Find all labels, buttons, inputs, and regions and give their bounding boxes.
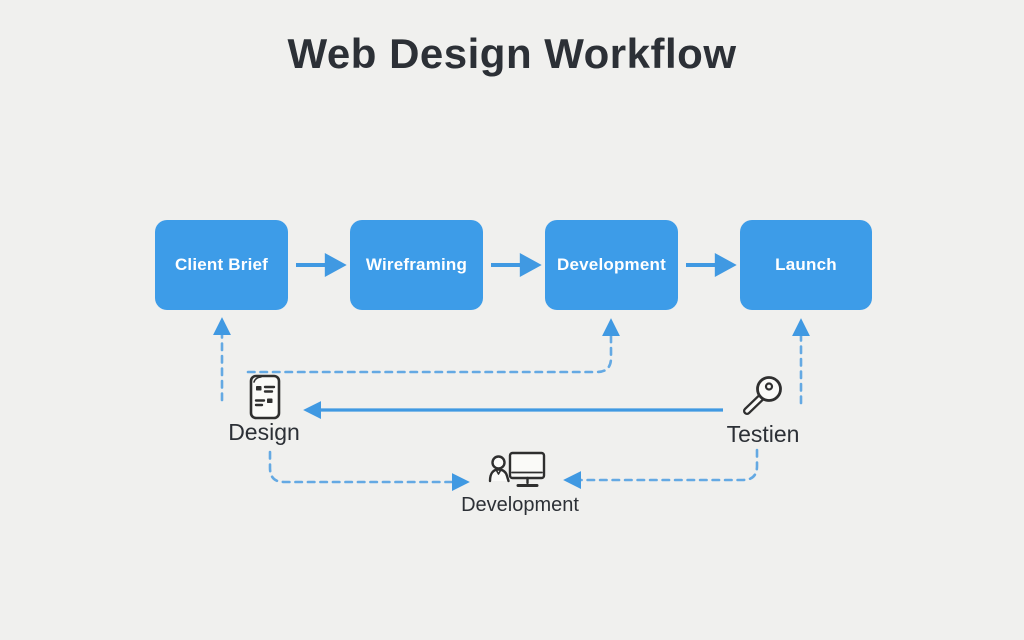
magnifier-icon — [743, 376, 782, 415]
design-step-label: Design — [228, 419, 300, 445]
flow-node-label: Launch — [775, 255, 837, 274]
development-step-label: Development — [461, 494, 579, 516]
flow-node-wireframing: Wireframing — [350, 220, 483, 310]
flow-node-client-brief: Client Brief — [155, 220, 288, 310]
diagram-title: Web Design Workflow — [287, 30, 737, 77]
flow-node-label: Wireframing — [365, 255, 468, 274]
flow-node-launch: Launch — [740, 220, 872, 310]
flow-node-development: Development — [545, 220, 678, 310]
flow-node-label: Client Brief — [174, 255, 269, 274]
testing-step-label: Testien — [726, 421, 800, 447]
flow-node-label: Development — [557, 255, 666, 274]
dashed-arrow-design-to-development-box — [246, 318, 620, 374]
dashed-arrow-testing-to-development-icon — [563, 448, 759, 489]
dashed-arrow-design-to-development-icon — [268, 450, 470, 491]
developer-workstation-icon — [488, 451, 546, 487]
design-brief-icon — [249, 374, 281, 420]
